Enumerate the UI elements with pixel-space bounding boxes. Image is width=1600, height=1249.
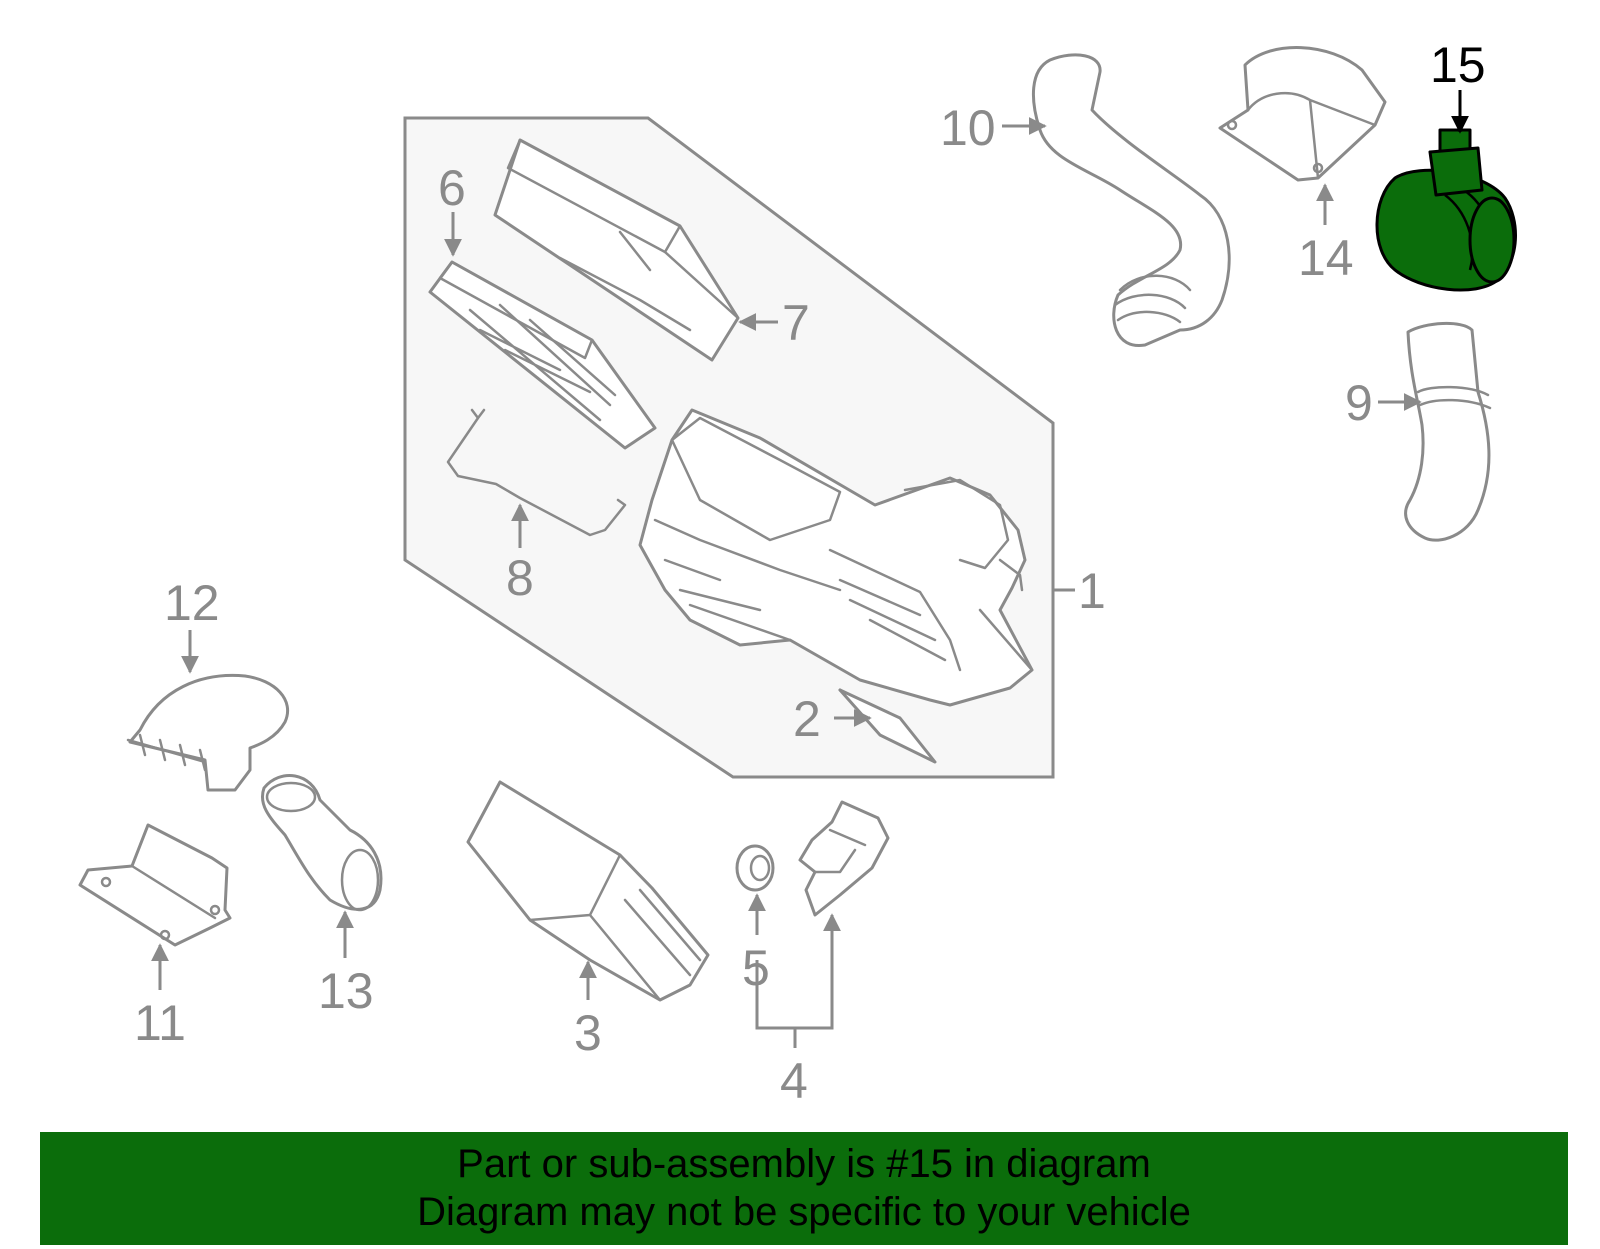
callout-8: 8 [506, 550, 534, 606]
callout-9: 9 [1345, 375, 1373, 431]
part-14-heat-shield [1218, 46, 1387, 182]
banner-line-1: Part or sub-assembly is #15 in diagram [457, 1142, 1151, 1186]
part-12-duct [126, 673, 290, 792]
banner-line-2: Diagram may not be specific to your vehi… [417, 1190, 1191, 1234]
part-7-filter-cover [493, 138, 740, 362]
callout-10: 10 [940, 100, 996, 156]
callout-11: 11 [134, 995, 186, 1051]
callout-12: 12 [164, 575, 220, 631]
part-8-wire-clip [446, 408, 627, 537]
callout-14: 14 [1298, 230, 1354, 286]
info-banner: Part or sub-assembly is #15 in diagram D… [40, 1132, 1568, 1245]
part-13-elbow-hose [261, 774, 383, 912]
callout-15: 15 [1430, 37, 1486, 93]
part-11-bracket [78, 823, 232, 947]
callout-6: 6 [438, 160, 466, 216]
part-9-hose [1404, 321, 1492, 542]
callout-5: 5 [742, 940, 770, 996]
callout-2: 2 [793, 691, 821, 747]
callout-1: 1 [1078, 563, 1106, 619]
callout-7: 7 [782, 295, 810, 351]
part-10-intake-hose [1031, 53, 1231, 347]
part-4-bracket [798, 800, 890, 917]
part-15-mass-air-flow-sensor [1375, 128, 1517, 292]
callout-3: 3 [574, 1005, 602, 1061]
part-3-air-duct [466, 780, 710, 1002]
part-1-air-cleaner-housing [638, 408, 1034, 707]
callout-4: 4 [780, 1053, 808, 1109]
part-5-grommet [735, 844, 775, 892]
part-6-air-filter [428, 260, 657, 450]
leader-lines [151, 90, 1469, 1048]
callout-13: 13 [318, 963, 374, 1019]
